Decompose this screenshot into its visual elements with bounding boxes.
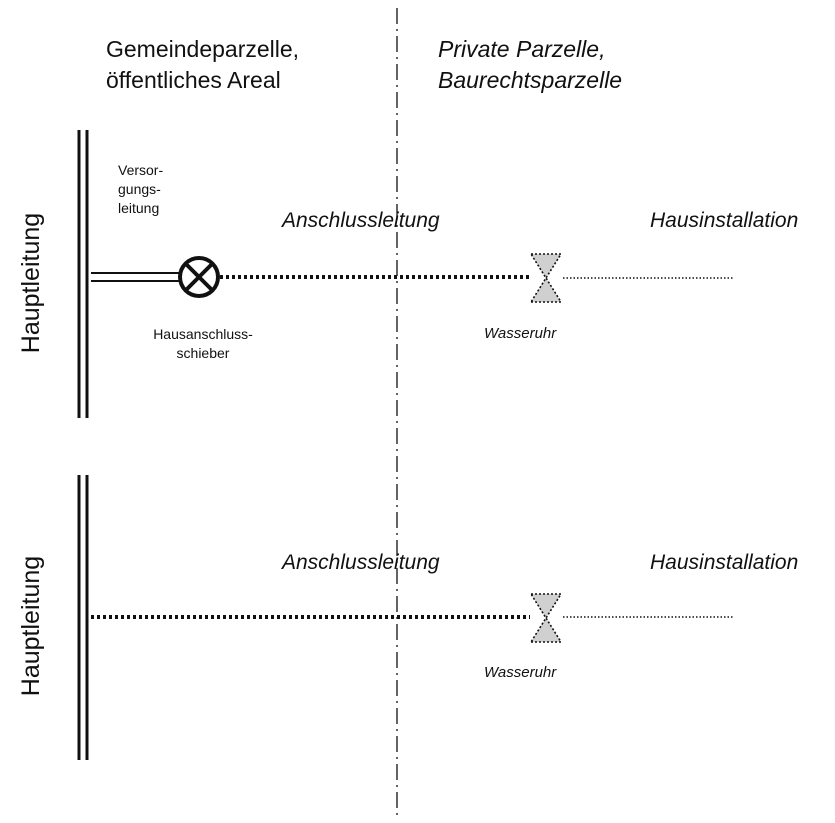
public-area-header-line-2: öffentliches Areal xyxy=(106,67,281,93)
public-area-header: Gemeindeparzelle, öffentliches Areal xyxy=(106,34,299,96)
supply-pipe-label-line-2: gungs- xyxy=(118,181,161,197)
upper-main-pipe-label: Hauptleitung xyxy=(17,212,45,354)
lower-house-installation-label: Hausinstallation xyxy=(650,551,799,574)
house-connection-valve-icon xyxy=(178,256,220,298)
valve-label-line-1: Hausanschluss- xyxy=(153,326,253,342)
public-area-header-line-1: Gemeindeparzelle, xyxy=(106,36,300,62)
supply-pipe-label-line-1: Versor- xyxy=(118,162,164,178)
valve-label-line-2: schieber xyxy=(176,345,230,361)
valve-label: Hausanschluss- schieber xyxy=(128,325,278,363)
private-parcel-header-line-2: Baurechtsparzelle xyxy=(438,67,623,93)
lower-connection-label: Anschlussleitung xyxy=(282,551,440,574)
upper-house-installation-label: Hausinstallation xyxy=(650,209,799,232)
lower-meter-label: Wasseruhr xyxy=(484,664,557,681)
upper-meter-label: Wasseruhr xyxy=(484,325,557,342)
private-parcel-header-line-1: Private Parzelle, xyxy=(438,36,606,62)
lower-main-pipe xyxy=(77,475,89,760)
lower-water-meter-icon xyxy=(529,593,563,643)
upper-main-pipe xyxy=(77,130,89,418)
supply-pipe xyxy=(91,272,180,282)
supply-pipe-label-line-3: leitung xyxy=(118,200,160,216)
upper-water-meter-icon xyxy=(529,253,563,303)
upper-connection-label: Anschlussleitung xyxy=(282,209,440,232)
lower-main-pipe-label: Hauptleitung xyxy=(17,555,45,697)
supply-pipe-label: Versor- gungs- leitung xyxy=(118,161,163,218)
private-parcel-header: Private Parzelle, Baurechtsparzelle xyxy=(438,34,622,96)
